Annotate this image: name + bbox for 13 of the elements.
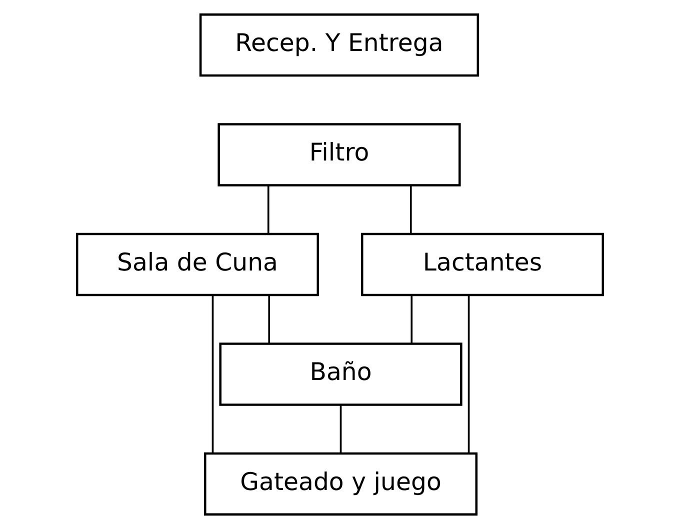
connector <box>212 295 214 453</box>
node-box: Recep. Y Entrega <box>199 13 480 77</box>
connector <box>410 295 413 344</box>
connector <box>410 185 412 234</box>
node-box: Lactantes <box>360 232 604 296</box>
node-box: Filtro <box>218 123 461 186</box>
connector <box>340 404 342 454</box>
node-box: Baño <box>219 342 462 406</box>
connector <box>468 295 470 453</box>
connector <box>267 185 270 234</box>
node-box: Sala de Cuna <box>76 232 320 296</box>
connector <box>268 295 270 344</box>
node-box: Gateado y juego <box>204 452 478 516</box>
